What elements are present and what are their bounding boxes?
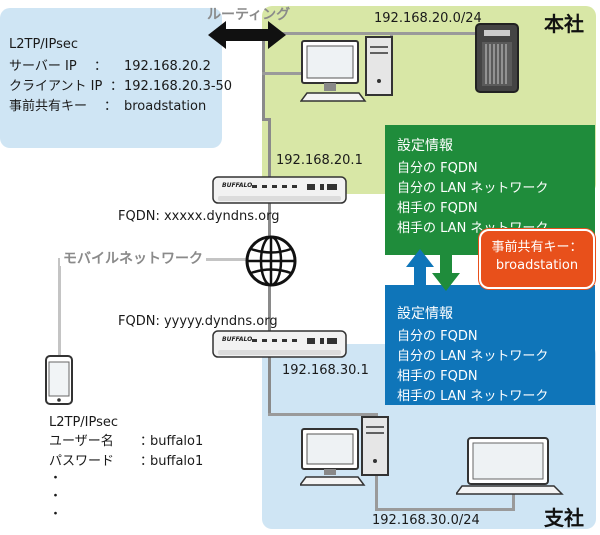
branch-lan-laptop-link: [512, 492, 515, 510]
hq-settings-item: 自分の FQDN: [397, 161, 478, 176]
vpn-server-info-box: [0, 8, 222, 148]
mobile-more-dot: ・: [49, 489, 63, 504]
hq-desktop-pc-icon: [300, 36, 393, 102]
branch-title: 支社: [544, 506, 584, 530]
branch-laptop-icon: [456, 437, 564, 495]
info-row-label: サーバー IP: [9, 59, 77, 74]
branch-router-downlink: [268, 355, 271, 415]
branch-settings-item: 自分の FQDN: [397, 329, 478, 344]
hq-router-icon: [212, 176, 347, 204]
mobile-row-sep: ：: [140, 454, 154, 469]
routing-link-line: [262, 30, 265, 120]
nas-storage-icon: [475, 23, 519, 93]
routing-double-arrow-icon: [208, 21, 286, 49]
info-row-value: broadstation: [124, 99, 207, 114]
psk-label: 事前共有キー：: [491, 240, 583, 255]
hq-subnet-label: 192.168.20.0/24: [374, 11, 482, 26]
mobile-row-label: ユーザー名: [49, 434, 114, 449]
branch-settings-title: 設定情報: [397, 306, 453, 322]
mobile-more-dot: ・: [49, 471, 63, 486]
wan-link-top: [268, 200, 271, 248]
branch-desktop-pc-icon: [300, 416, 389, 486]
mobile-row-label: パスワード: [49, 454, 115, 469]
info-row-sep: ：: [110, 79, 124, 94]
branch-settings-item: 相手の LAN ネットワーク: [397, 389, 549, 404]
branch-settings-item: 自分の LAN ネットワーク: [397, 349, 549, 364]
branch-router-fqdn: FQDN: yyyyy.dyndns.org: [118, 314, 278, 329]
mobile-network-label: モバイルネットワーク: [60, 252, 206, 266]
branch-settings-box: 設定情報 自分の FQDN 自分の LAN ネットワーク 相手の FQDN 相手…: [385, 285, 595, 405]
info-row-sep: ：: [104, 99, 118, 114]
mobile-row-value: buffalo1: [150, 434, 204, 449]
info-row-value: 192.168.20.3-50: [124, 79, 233, 94]
hq-router-brand-text: BUFFALO: [222, 182, 253, 189]
pre-shared-key-badge: 事前共有キー： broadstation: [479, 229, 595, 289]
hq-lan-trunk: [262, 32, 492, 35]
info-row-sep: ：: [94, 59, 108, 74]
routing-link-elbow: [262, 118, 270, 121]
info-row-label: クライアント IP: [9, 79, 103, 94]
branch-lan-trunk: [375, 508, 515, 511]
mobile-uplink: [58, 258, 61, 358]
branch-router-ip: 192.168.30.1: [282, 363, 369, 378]
wan-link-bottom: [268, 280, 271, 335]
hq-router-ip: 192.168.20.1: [276, 153, 363, 168]
info-box-title: L2TP/IPsec: [9, 37, 79, 52]
hq-title: 本社: [544, 12, 584, 36]
branch-router-icon: [212, 330, 347, 358]
branch-lan-pc-link: [268, 413, 378, 416]
mobile-more-dot: ・: [49, 507, 63, 522]
hq-settings-item: 相手の FQDN: [397, 201, 478, 216]
internet-globe-icon: [245, 235, 297, 287]
info-row-label: 事前共有キー: [9, 99, 88, 114]
mobile-row-value: buffalo1: [150, 454, 204, 469]
branch-lan-drop: [375, 450, 378, 510]
branch-subnet-label: 192.168.30.0/24: [372, 513, 480, 528]
psk-value: broadstation: [495, 257, 579, 273]
smartphone-icon: [45, 355, 73, 405]
info-row-value: 192.168.20.2: [124, 59, 211, 74]
branch-router-brand-text: BUFFALO: [222, 336, 253, 343]
hq-router-uplink: [268, 118, 271, 182]
mobile-row-sep: ：: [140, 434, 154, 449]
hq-settings-item: 自分の LAN ネットワーク: [397, 181, 549, 196]
branch-settings-item: 相手の FQDN: [397, 369, 478, 384]
mobile-client-title: L2TP/IPsec: [49, 415, 119, 430]
hq-router-fqdn: FQDN: xxxxx.dyndns.org: [118, 209, 280, 224]
hq-settings-title: 設定情報: [397, 138, 453, 154]
routing-label: ルーティング: [207, 7, 291, 23]
settings-exchange-arrows-icon: [406, 249, 460, 291]
